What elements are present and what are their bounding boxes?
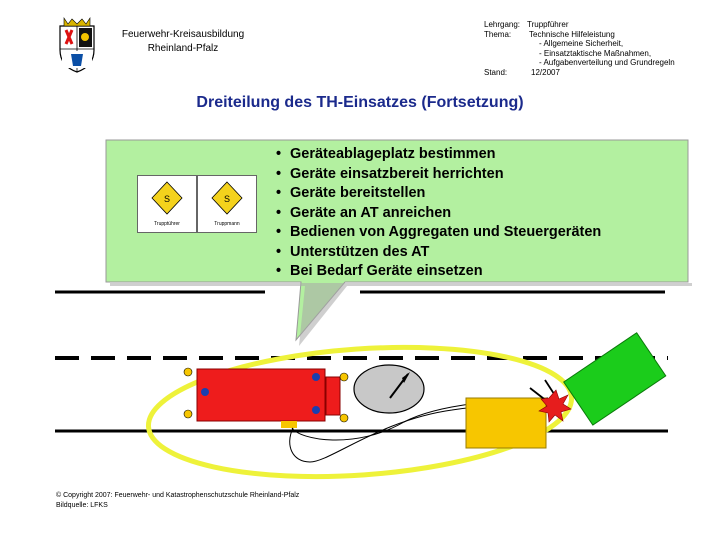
list-item: Bei Bedarf Geräte einsetzen	[276, 262, 696, 282]
crash-burst	[538, 389, 572, 423]
accident-car-yellow	[465, 397, 547, 449]
list-item: Unterstützen des AT	[276, 243, 696, 263]
accident-car-green	[563, 332, 667, 426]
symbol-caption: Truppmann	[214, 221, 240, 227]
list-item: Geräte an AT anreichen	[276, 204, 696, 224]
copyright-line: © Copyright 2007: Feuerwehr- und Katastr…	[56, 492, 300, 499]
tactical-symbol-trupptuehrer: S Trupptührer	[137, 175, 197, 233]
image-source-line: Bildquelle: LFKS	[56, 502, 108, 509]
coat-of-arms-logo	[59, 17, 95, 73]
course-meta: Lehrgang: Truppführer Thema: Technische Hi…	[484, 20, 714, 78]
thema-line: - Aufgabenverteilung und Grundregeln	[539, 58, 675, 68]
slide-title: Dreiteilung des TH-Einsatzes (Fortsetzun…	[196, 94, 524, 111]
lehrgang-value: Truppführer	[527, 20, 569, 29]
tactical-symbol-truppmann: S Truppmann	[197, 175, 257, 233]
diamond-icon: S	[211, 181, 243, 215]
org-line-1: Feuerwehr-Kreisausbildung	[121, 29, 245, 40]
blue-light	[201, 388, 209, 396]
list-item: Geräte einsatzbereit herrichten	[276, 165, 696, 185]
list-item: Geräte bereitstellen	[276, 184, 696, 204]
work-area-ellipse	[145, 344, 575, 480]
wheel	[183, 367, 193, 377]
thema-key: Thema:	[484, 29, 512, 39]
thema-line: - Allgemeine Sicherheit,	[539, 39, 624, 49]
thema-line: - Einsatztaktische Maßnahmen,	[539, 48, 652, 58]
organization-name: Feuerwehr-Kreisausbildung Rheinland-Pfal…	[118, 28, 248, 56]
task-list: Geräteablageplatz bestimmen Geräte einsa…	[276, 145, 696, 282]
svg-text:S: S	[164, 194, 170, 204]
fire-truck-body	[196, 368, 326, 422]
blue-light	[312, 373, 320, 381]
org-line-2: Rheinland-Pfalz	[147, 43, 219, 54]
stand-value: 12/2007	[531, 67, 560, 77]
lehrgang-key: Lehrgang:	[484, 20, 521, 29]
wheel	[339, 413, 349, 423]
fire-truck-cab	[325, 376, 341, 416]
wheel	[183, 409, 193, 419]
list-item: Bedienen von Aggregaten und Steuergeräte…	[276, 223, 696, 243]
diamond-icon: S	[151, 181, 183, 215]
fire-truck-step	[281, 421, 297, 428]
symbol-caption: Trupptührer	[154, 221, 180, 227]
footer-copyright: © Copyright 2007: Feuerwehr- und Katastr…	[56, 491, 299, 511]
equipment-area	[353, 364, 425, 414]
wheel	[339, 372, 349, 382]
thema-line: Technische Hilfeleistung	[529, 29, 615, 39]
stand-key: Stand:	[484, 67, 508, 77]
svg-text:S: S	[224, 194, 230, 204]
blue-light	[312, 406, 320, 414]
list-item: Geräteablageplatz bestimmen	[276, 145, 696, 165]
